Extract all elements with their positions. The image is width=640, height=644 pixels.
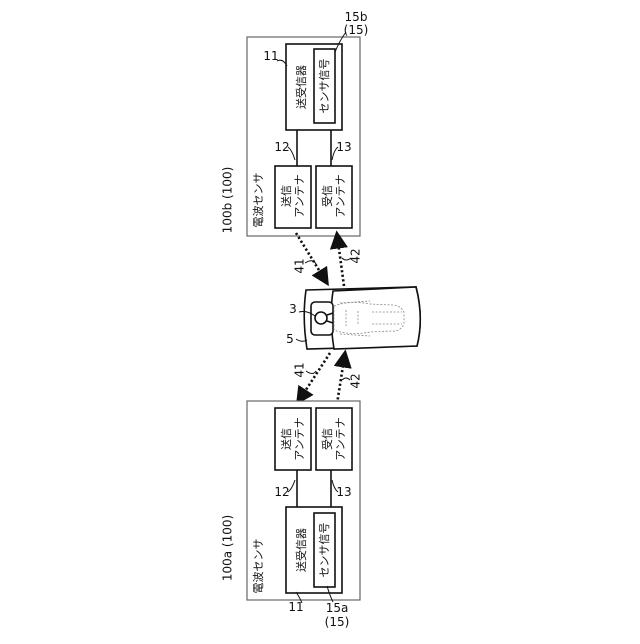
sensor-b-signal-ref-sub: (15)	[344, 23, 369, 37]
sensor-b-rx-wave	[337, 234, 344, 286]
sensor-a-signal-ref-sub: (15)	[325, 615, 350, 629]
sensor-b-rx-antenna-line1: 受信	[321, 185, 334, 207]
sensor-b-tx-wave	[296, 233, 327, 283]
sensor-a-transceiver-label: 送受信器	[294, 528, 308, 572]
sensor-b-ref: 100b (100)	[221, 167, 235, 234]
sensor-a-rx-antenna-ref: 13	[336, 485, 351, 499]
sensor-a-rx-wave-ref: 42	[349, 373, 363, 388]
bed-group: 3 5	[286, 287, 420, 349]
sensor-b-tx-wave-ref: 41	[293, 258, 307, 273]
sensor-b-signal-label: センサ信号	[318, 59, 331, 114]
sensor-a-tx-wave-leader	[306, 371, 316, 374]
sensor-b-rx-wave-ref: 42	[349, 248, 363, 263]
sensor-a-ref: 100a (100)	[221, 515, 235, 581]
sensor-b-tx-antenna-line2: アンテナ	[293, 174, 306, 218]
sensor-a-tx-antenna-line1: 送信	[279, 428, 293, 450]
sensor-a-tx-antenna-line2: アンテナ	[293, 417, 306, 461]
sensor-b: 送受信器 センサ信号 送信 アンテナ 受信 アンテナ 電波センサ 100b (1…	[221, 10, 369, 236]
person-ref: 3	[289, 302, 297, 316]
sensor-b-tx-wave-leader	[305, 261, 316, 264]
sensor-b-tx-antenna-line1: 送信	[279, 185, 293, 207]
sensor-b-signal-ref: 15b	[345, 10, 368, 24]
sensor-a-signal-ref: 15a	[326, 601, 349, 615]
sensor-a-signal-label: センサ信号	[318, 523, 331, 578]
sensor-a-rx-antenna-line2: アンテナ	[334, 417, 347, 461]
sensor-b-title: 電波センサ	[252, 173, 265, 228]
bed-ref: 5	[286, 332, 294, 346]
sensor-b-rx-antenna-line2: アンテナ	[334, 174, 347, 218]
sensor-b-rx-antenna-ref: 13	[336, 140, 351, 154]
sensor-a-tx-wave-ref: 41	[293, 362, 307, 377]
sensor-a: 送信 アンテナ 受信 アンテナ 送受信器 センサ信号 電波センサ 100a (1…	[221, 401, 361, 629]
bed-blanket	[331, 287, 420, 349]
person-head	[315, 312, 327, 324]
sensor-b-transceiver-ref: 11	[263, 49, 278, 63]
sensor-a-title: 電波センサ	[252, 539, 265, 594]
sensor-a-tx-antenna-ref: 12	[274, 485, 289, 499]
sensor-a-rx-antenna-line1: 受信	[321, 428, 334, 450]
sensor-b-transceiver-label: 送受信器	[294, 65, 308, 109]
sensor-b-tx-antenna-ref: 12	[274, 140, 289, 154]
